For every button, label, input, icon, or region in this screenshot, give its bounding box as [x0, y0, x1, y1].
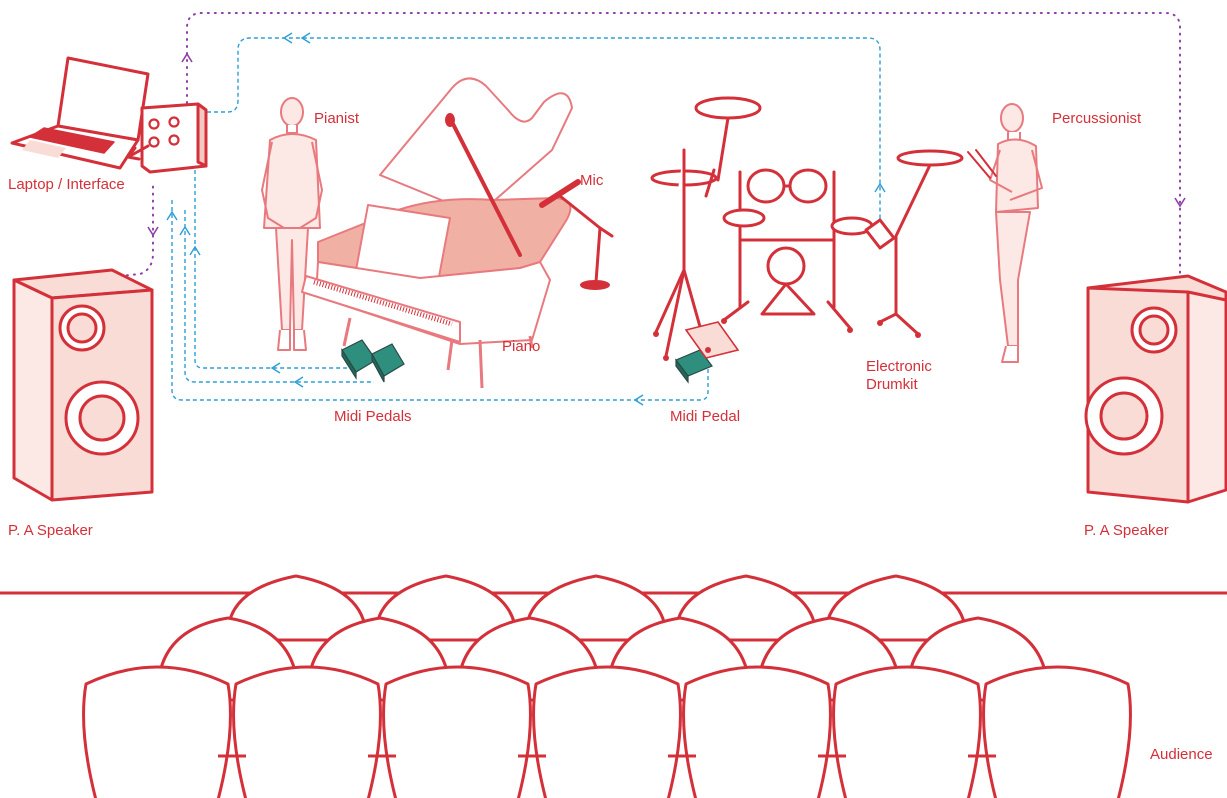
audio-arrow-heads	[147, 52, 1186, 237]
audio-interface-icon	[140, 102, 208, 174]
midi-pedal-label: Midi Pedal	[670, 408, 741, 425]
midi-signal-path	[171, 37, 881, 401]
piano-label: Piano	[502, 338, 541, 355]
right-speaker-icon	[1084, 274, 1227, 504]
audience-seats	[0, 574, 1227, 798]
drumkit-label-line1: Electronic	[866, 358, 932, 375]
drumkit-label-line2: Drumkit	[866, 376, 918, 393]
percussionist-figure	[989, 103, 1043, 363]
mic-label: Mic	[580, 172, 604, 189]
laptop-icon	[10, 56, 150, 170]
percussionist-label: Percussionist	[1052, 110, 1142, 127]
drum-pedal-icon	[684, 321, 740, 359]
midi-pedals-icon	[341, 339, 405, 383]
drum-feet-dots	[653, 318, 921, 361]
drumkit-icon	[650, 96, 964, 358]
piano-lid-prop	[445, 113, 522, 257]
piano-icon	[301, 77, 573, 389]
left-speaker-icon	[12, 268, 154, 502]
midi-pedals-label: Midi Pedals	[334, 408, 412, 425]
drumsticks-icon	[967, 149, 997, 179]
pianist-figure	[261, 97, 323, 351]
pianist-label: Pianist	[314, 110, 360, 127]
interface-to-laptop-arrow	[125, 144, 150, 161]
midi-arrow-heads	[166, 32, 886, 406]
speaker-left-label: P. A Speaker	[8, 522, 93, 539]
audience-label: Audience	[1150, 746, 1213, 763]
audio-signal-path	[119, 12, 1181, 277]
speaker-right-label: P. A Speaker	[1084, 522, 1169, 539]
laptop-interface-label: Laptop / Interface	[8, 176, 125, 193]
mic-stand-icon	[539, 179, 614, 290]
midi-pedal-drum-icon	[675, 349, 713, 384]
